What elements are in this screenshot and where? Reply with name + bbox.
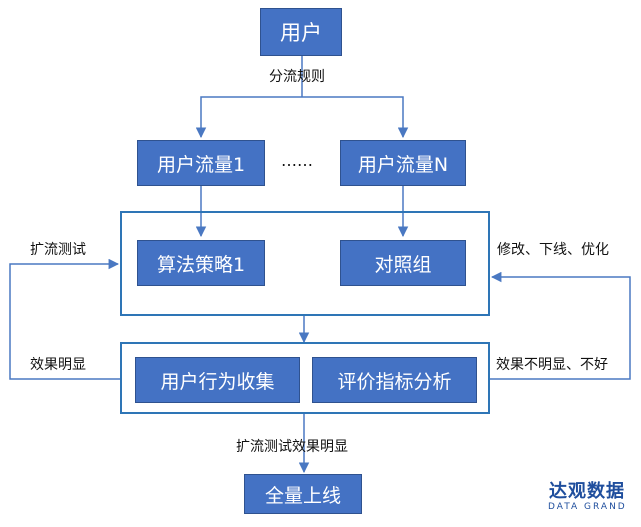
effect-obvious-label: 效果明显: [30, 357, 86, 373]
expand-test-label: 扩流测试: [30, 242, 86, 258]
edge-split-trafficn: [302, 96, 409, 139]
experiment-group-frame: [120, 211, 490, 316]
traffic-1-node: 用户流量1: [137, 140, 265, 186]
analysis-frame: [120, 342, 490, 414]
control-group-node: 对照组: [340, 240, 466, 286]
edge-left-loop: [9, 258, 120, 380]
algorithm-strategy-node: 算法策略1: [137, 240, 265, 286]
brand-logo: 达观数据: [549, 481, 625, 502]
edge-split-traffic1: [195, 96, 302, 139]
metric-analysis-node: 评价指标分析: [312, 357, 477, 403]
full-launch-node: 全量上线: [244, 474, 362, 514]
ellipsis-label: ……: [281, 151, 313, 170]
user-node: 用户: [260, 8, 342, 56]
expand-test-effect-obvious-label: 扩流测试效果明显: [236, 439, 348, 455]
modify-offline-optimize-label: 修改、下线、优化: [497, 242, 609, 258]
brand-logo-subtitle: DATA GRAND: [548, 502, 627, 512]
effect-not-obvious-label: 效果不明显、不好: [496, 357, 608, 373]
traffic-n-node: 用户流量N: [340, 140, 466, 186]
edge-right-loop: [490, 271, 631, 380]
split-rule-label: 分流规则: [269, 69, 325, 85]
behavior-collection-node: 用户行为收集: [135, 357, 300, 403]
